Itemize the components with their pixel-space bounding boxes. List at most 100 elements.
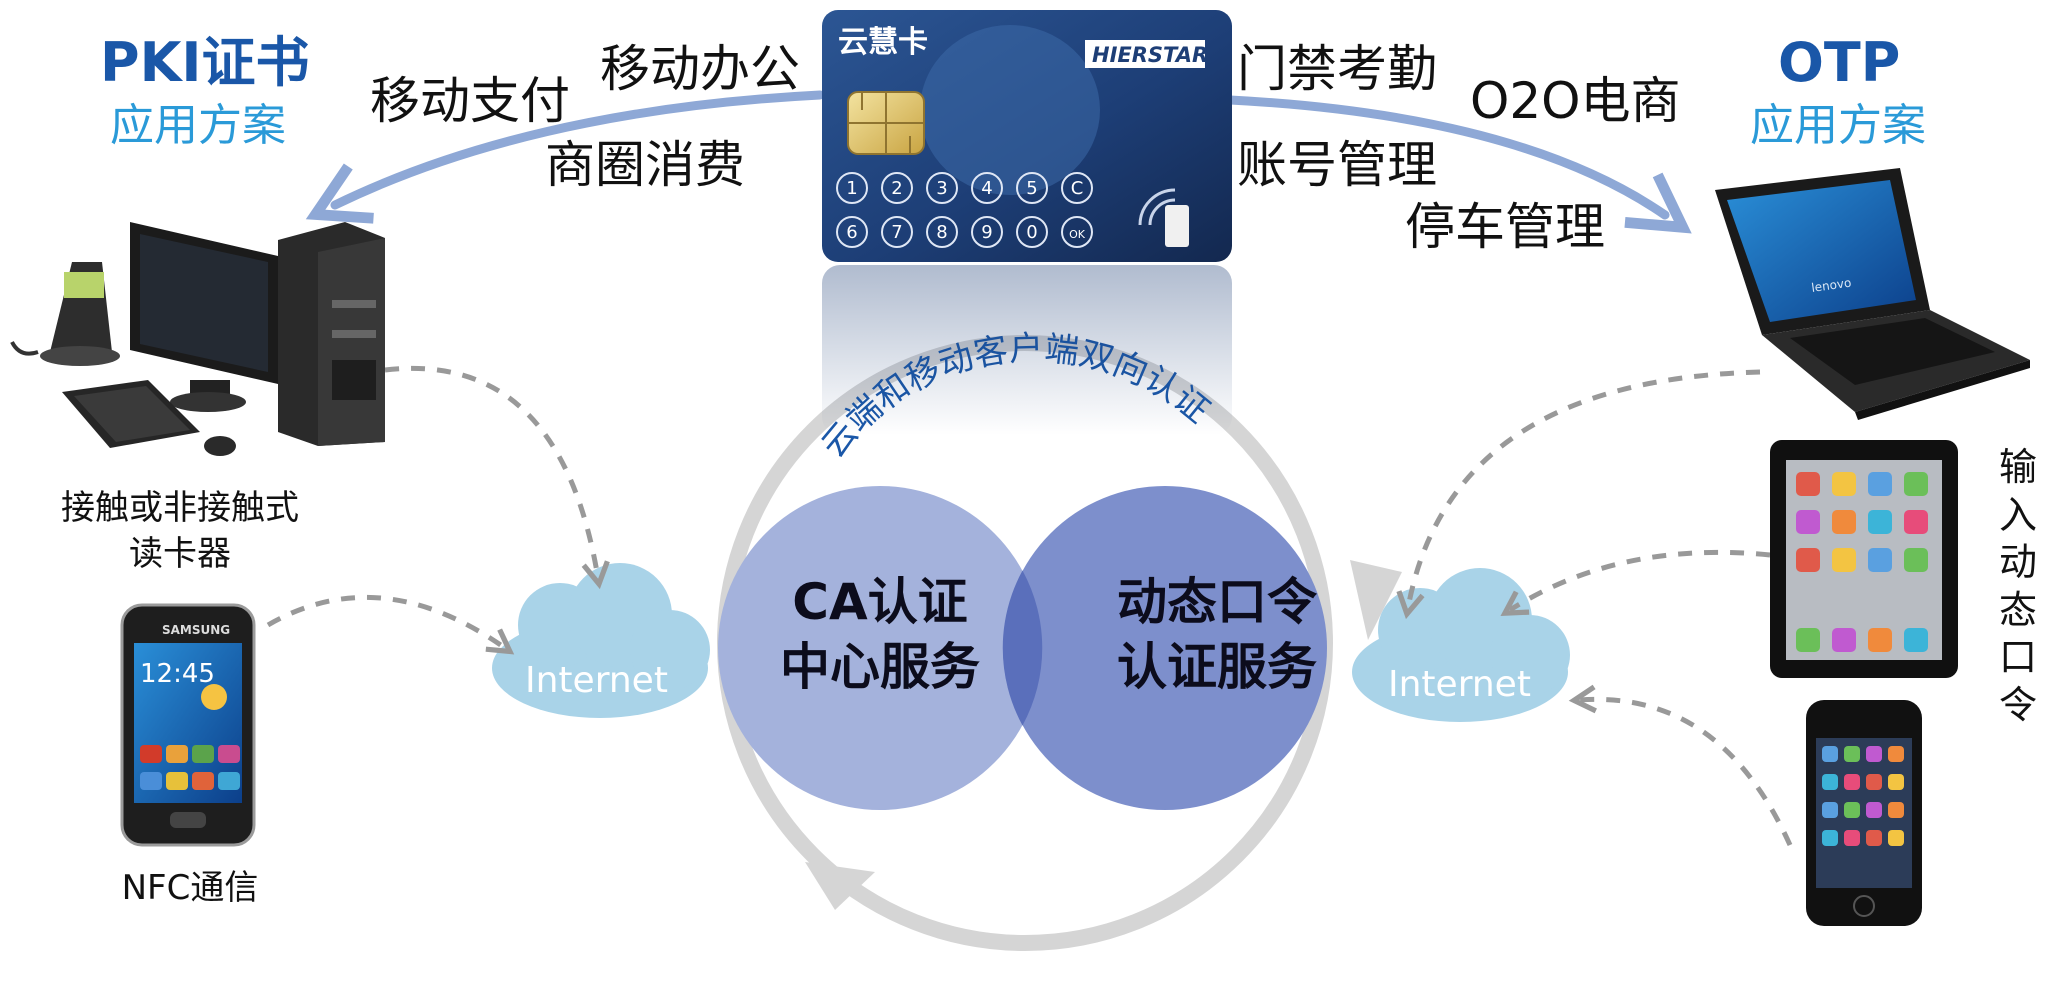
iphone-app-icon bbox=[1844, 802, 1860, 818]
otp-service-circle bbox=[1003, 486, 1327, 810]
iphone-app-icon bbox=[1888, 830, 1904, 846]
otp-subtitle: 应用方案 bbox=[1750, 100, 1926, 151]
ca-service-circle bbox=[718, 486, 1042, 810]
card-key-label: 4 bbox=[981, 178, 992, 199]
app-mobile-office: 移动办公 bbox=[600, 40, 800, 98]
card-key-label: 9 bbox=[981, 222, 992, 243]
card-key bbox=[971, 216, 1003, 248]
left-internet-cloud bbox=[492, 563, 710, 718]
venn-diagram bbox=[718, 486, 1327, 810]
iphone-app-icon bbox=[1866, 746, 1882, 762]
iphone-app-icon bbox=[1888, 746, 1904, 762]
laptop-brand: lenovo bbox=[1810, 276, 1852, 295]
card-reader-caption: 接触或非接触式读卡器 bbox=[61, 488, 299, 574]
tablet-app-icon bbox=[1904, 510, 1928, 534]
venn-overlap bbox=[1002, 570, 1043, 726]
tablet-app-icon bbox=[1832, 510, 1856, 534]
pki-subtitle: 应用方案 bbox=[110, 100, 286, 151]
app-mobile-pay: 移动支付 bbox=[370, 72, 570, 130]
iphone-app-icon bbox=[1888, 774, 1904, 790]
card-key bbox=[836, 172, 868, 204]
phone-home-button bbox=[170, 812, 206, 828]
right-cloud-label: Internet bbox=[1388, 664, 1531, 705]
card-key bbox=[836, 216, 868, 248]
monitor bbox=[130, 222, 278, 412]
tablet-app-icon bbox=[1868, 548, 1892, 572]
iphone-app-icon bbox=[1844, 830, 1860, 846]
card-reader-device bbox=[10, 262, 120, 366]
app-access-control: 门禁考勤 bbox=[1237, 40, 1437, 98]
right-dashed-arrows bbox=[1396, 369, 1793, 847]
card-key bbox=[1061, 216, 1093, 248]
card-key-label: OK bbox=[1069, 228, 1086, 241]
iphone-app-icon bbox=[1822, 746, 1838, 762]
tablet-app-icon bbox=[1868, 510, 1892, 534]
iphone-home-button bbox=[1853, 895, 1875, 917]
card-key-label: C bbox=[1071, 178, 1084, 199]
ring-arrowhead-bottom bbox=[805, 862, 875, 910]
card-key-label: 5 bbox=[1026, 178, 1037, 199]
iphone-app-icon bbox=[1888, 802, 1904, 818]
card-key-label: 7 bbox=[891, 222, 902, 243]
keyboard bbox=[62, 380, 200, 448]
ca-service-line2: 中心服务 bbox=[780, 638, 980, 696]
card-logo-box bbox=[1085, 40, 1205, 68]
tablet-dock-icon bbox=[1868, 628, 1892, 652]
desktop-computer bbox=[10, 222, 385, 456]
pki-title: PKI证书 bbox=[100, 31, 310, 94]
card-key bbox=[1061, 172, 1093, 204]
tablet-app-icon bbox=[1832, 548, 1856, 572]
card-key bbox=[881, 172, 913, 204]
tablet-dock-icon bbox=[1796, 628, 1820, 652]
iphone-app-icon bbox=[1822, 774, 1838, 790]
nfc-caption: NFC通信 bbox=[121, 868, 259, 908]
tablet-dock-icon bbox=[1832, 628, 1856, 652]
tablet bbox=[1770, 440, 1958, 678]
iphone-app-icon bbox=[1866, 774, 1882, 790]
tablet-app-icon bbox=[1796, 510, 1820, 534]
iphone-app-icon bbox=[1866, 830, 1882, 846]
laptop-screen bbox=[1727, 180, 1916, 322]
right-internet-cloud bbox=[1352, 568, 1570, 722]
card-key-label: 1 bbox=[846, 178, 857, 199]
card-key bbox=[971, 172, 1003, 204]
card-key-label: 3 bbox=[936, 178, 947, 199]
card-logo: HIERSTAR bbox=[1092, 43, 1208, 67]
card-key bbox=[1016, 216, 1048, 248]
tablet-dock-icon bbox=[1904, 628, 1928, 652]
iphone-app-icon bbox=[1822, 802, 1838, 818]
phone-clock: 12:45 bbox=[140, 659, 215, 689]
left-curved-arrow bbox=[305, 90, 825, 224]
right-curved-arrow bbox=[1225, 95, 1692, 234]
app-shopping: 商圈消费 bbox=[545, 136, 745, 194]
mouse bbox=[204, 436, 236, 456]
ring-arrowhead-right bbox=[1350, 560, 1402, 640]
card-key-label: 6 bbox=[846, 222, 857, 243]
tablet-app-icon bbox=[1832, 472, 1856, 496]
otp-service-line2: 认证服务 bbox=[1117, 638, 1317, 696]
app-account-mgmt: 账号管理 bbox=[1237, 136, 1437, 194]
app-o2o: O2O电商 bbox=[1470, 72, 1681, 130]
card-key bbox=[926, 216, 958, 248]
left-cloud-label: Internet bbox=[525, 660, 668, 701]
card-key-label: 8 bbox=[936, 222, 947, 243]
tower bbox=[278, 222, 385, 446]
tablet-app-icon bbox=[1796, 472, 1820, 496]
card-key bbox=[881, 216, 913, 248]
card-key bbox=[1016, 172, 1048, 204]
card-reflection bbox=[822, 265, 1232, 435]
otp-title: OTP bbox=[1778, 31, 1901, 94]
iphone-app-icon bbox=[1866, 802, 1882, 818]
tablet-app-icons bbox=[1796, 472, 1928, 652]
card-key bbox=[926, 172, 958, 204]
otp-service-line1: 动态口令 bbox=[1117, 573, 1317, 631]
ca-service-line1: CA认证 bbox=[792, 573, 968, 631]
iphone-app-icon bbox=[1844, 746, 1860, 762]
iphone-app-icon bbox=[1822, 830, 1838, 846]
card-nfc-icon bbox=[1138, 188, 1189, 247]
card-key-label: 0 bbox=[1026, 222, 1037, 243]
ca-service-text: CA认证 中心服务 bbox=[755, 570, 1005, 700]
